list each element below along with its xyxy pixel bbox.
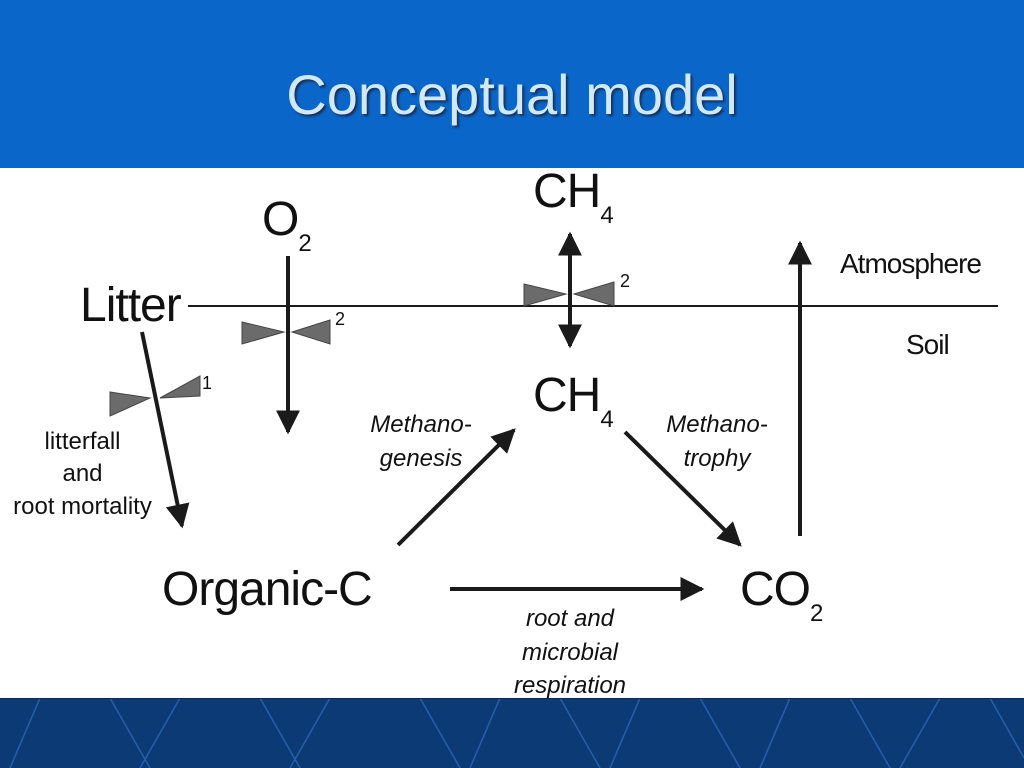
- valve-o2-icon: [241, 319, 331, 345]
- litterfall-arrow: [140, 331, 190, 529]
- litterfall-process-label: litterfall and root mortality: [0, 426, 165, 523]
- root-mortality-line: root mortality: [13, 492, 152, 520]
- methanotrophy-arrow: [623, 430, 742, 547]
- respiration-line-2: microbial: [521, 638, 619, 666]
- respiration-line-3: respiration: [513, 672, 627, 700]
- co2-label: CO: [740, 563, 811, 616]
- co2-subscript: 2: [810, 600, 823, 627]
- methanotrophy-line-1: Methano-: [666, 411, 768, 438]
- methanotrophy-label: Methano- trophy: [650, 408, 784, 475]
- valve-litterfall-icon: [109, 375, 201, 417]
- methanogenesis-arrow: [396, 428, 516, 547]
- valve-ch4-icon: [523, 281, 615, 307]
- ch4-atmosphere-node: CH4: [533, 165, 614, 228]
- valve-litterfall-number: 1: [202, 373, 213, 393]
- litter-node: Litter: [80, 279, 182, 332]
- co2-node: CO2: [740, 563, 823, 626]
- footer-pattern: [0, 698, 1024, 768]
- litterfall-line: litterfall: [44, 428, 121, 455]
- footer-bar: [0, 698, 1024, 768]
- atmosphere-label: Atmosphere: [840, 248, 982, 279]
- o2-subscript: 2: [298, 230, 311, 257]
- methanotrophy-line-2: trophy: [683, 444, 751, 472]
- and-line: and: [62, 460, 103, 488]
- valve-o2-number: 2: [335, 309, 346, 329]
- methanogenesis-label: Methano- genesis: [354, 408, 488, 475]
- ch4-atmosphere-label: CH: [533, 165, 601, 218]
- o2-node: O2: [262, 193, 312, 256]
- ch4-soil-subscript: 4: [600, 406, 613, 433]
- page-title: Conceptual model: [286, 63, 738, 126]
- soil-label: Soil: [906, 329, 950, 360]
- ch4-atmosphere-subscript: 4: [600, 202, 613, 229]
- methanogenesis-line-2: genesis: [379, 444, 463, 472]
- respiration-line-1: root and: [525, 605, 615, 632]
- respiration-label: root and microbial respiration: [498, 602, 642, 703]
- o2-label: O: [262, 193, 299, 246]
- ch4-soil-node: CH4: [533, 369, 614, 432]
- valve-ch4-number: 2: [620, 271, 631, 291]
- organic-c-node: Organic-C: [162, 563, 373, 616]
- header-bar: Conceptual model: [0, 0, 1024, 168]
- ch4-soil-label: CH: [533, 369, 601, 422]
- methanogenesis-line-1: Methano-: [370, 411, 472, 438]
